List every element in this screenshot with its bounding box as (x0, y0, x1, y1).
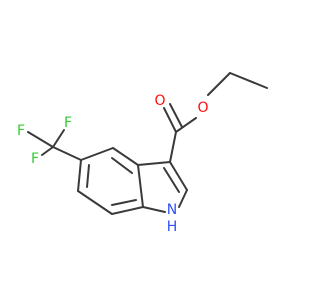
bond-ch2-o-ether (207, 72, 231, 96)
atom-label-o-carbonyl: O (154, 93, 165, 109)
bond-c7-c7a-double-a (111, 206, 144, 215)
pyrrole-ring-bonds (137, 161, 188, 213)
bond-carbonyl-double-a (163, 107, 177, 133)
atom-label-f-bottom: F (31, 151, 39, 167)
bond-carbonyl-double-b (169, 103, 183, 128)
bond-c3a-c7a (137, 164, 144, 208)
bond-n1-c7a (142, 206, 166, 213)
bond-c-f-bottom (41, 146, 54, 156)
bond-c-f-left (27, 131, 54, 148)
bond-c5-c6-double-b (86, 164, 90, 188)
atom-label-f-top: F (64, 115, 72, 131)
bond-c-f-top (52, 129, 65, 148)
atom-label-n: N (167, 202, 177, 218)
bond-o-ether-carbonyl-c (175, 117, 197, 133)
bond-carbonyl-c-c3 (169, 131, 177, 163)
molecule-structure-drawing: O O F F F N H (17, 72, 268, 235)
atom-label-h: H (167, 219, 178, 235)
bond-c3-c2-double-a (169, 161, 188, 191)
bond-c5-cf3 (52, 146, 82, 161)
bond-c3-c2-double-b (163, 167, 180, 193)
bond-c5-c6-double-a (77, 159, 82, 192)
atom-label-o-ether: O (197, 100, 208, 116)
bond-c3-c3a (137, 161, 171, 166)
cf3-group-bonds (27, 129, 82, 161)
bond-c4-c5 (80, 147, 114, 161)
bond-c2-n1 (178, 189, 188, 208)
bond-c3a-c4-double-b (111, 157, 133, 174)
atom-label-f-left: F (17, 123, 25, 139)
atom-labels: O O F F F N H (17, 93, 209, 235)
bond-c7-c7a-double-b (111, 199, 137, 206)
bond-c3a-c4-double-a (112, 147, 139, 166)
ester-group-bonds (163, 72, 268, 163)
bond-c6-c7 (77, 190, 113, 215)
benzene-ring-bonds (77, 147, 144, 215)
bond-ch3-ch2 (229, 72, 268, 89)
